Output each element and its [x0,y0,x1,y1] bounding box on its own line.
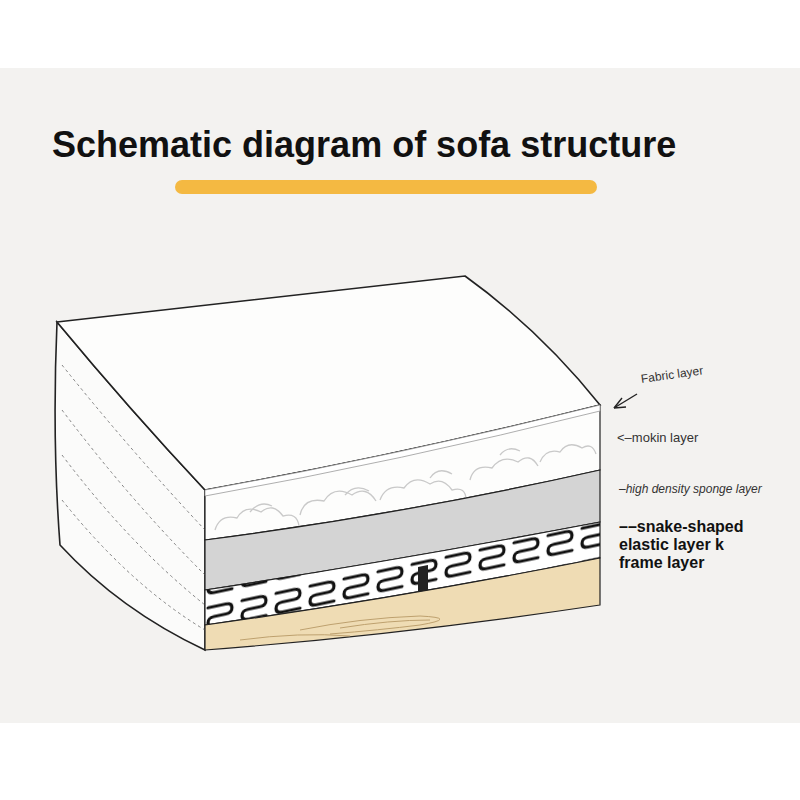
panel-ground [0,68,800,723]
title-bar [175,180,597,194]
diagram-title: Schematic diagram of sofa structure [52,124,676,166]
frame-layer [205,558,600,650]
layer-label: ––snake-shaped elastic layer k frame lay… [619,518,769,572]
layer-label: –high density sponge layer [619,482,762,496]
layer-label: <–mokin layer [617,430,698,445]
wood-grain [240,616,440,640]
fabric-arrow [614,394,637,408]
